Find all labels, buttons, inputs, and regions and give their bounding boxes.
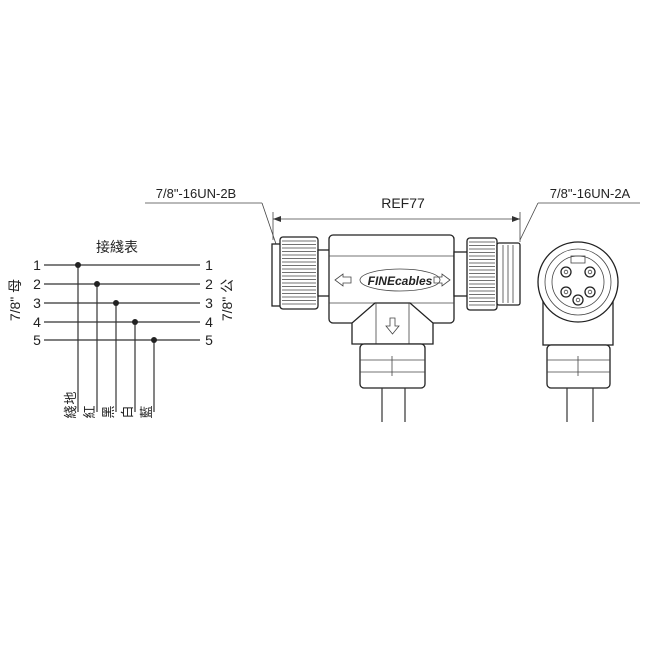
right-pin-number: 2 <box>205 276 213 292</box>
junction-dot <box>75 262 81 268</box>
junction-dot <box>151 337 157 343</box>
left-pin-number: 3 <box>33 295 41 311</box>
wire-color-label: 紅 <box>82 405 97 418</box>
tee-connector-side-view: FINEcables <box>271 234 521 422</box>
wire-color-label: 藍 <box>139 405 154 418</box>
right-pin-number: 4 <box>205 314 213 330</box>
wire-color-label: 地 <box>63 391 78 404</box>
wiring-lines: 1 1 2 2 3 3 4 4 5 5 地綫紅黑白藍 <box>33 257 213 419</box>
junction-dot <box>94 281 100 287</box>
left-pin-number: 1 <box>33 257 41 273</box>
junction-dot <box>113 300 119 306</box>
contact-pin <box>584 266 596 278</box>
left-pin-number: 5 <box>33 332 41 348</box>
junction-dot <box>132 319 138 325</box>
right-pin-number: 5 <box>205 332 213 348</box>
wire-color-label: 黑 <box>101 405 116 418</box>
wire-color-label: 綫 <box>63 405 78 418</box>
left-connector-label: 7/8" 母 <box>7 279 23 321</box>
brand-logo: FINEcables <box>368 274 433 288</box>
dimension-label: REF77 <box>381 195 425 211</box>
right-connector-label: 7/8" 公 <box>219 279 235 321</box>
left-pin-number: 2 <box>33 276 41 292</box>
wire-color-label: 白 <box>120 405 135 418</box>
left-thread-label: 7/8"-16UN-2B <box>156 186 236 201</box>
contact-pin <box>584 286 596 298</box>
contact-pin <box>572 294 584 306</box>
right-pin-number: 3 <box>205 295 213 311</box>
left-pin-number: 4 <box>33 314 41 330</box>
right-pin-number: 1 <box>205 257 213 273</box>
wiring-table-title: 接綫表 <box>96 239 138 255</box>
connector-front-view <box>537 241 619 422</box>
right-thread-label: 7/8"-16UN-2A <box>550 186 631 201</box>
contact-pin <box>560 286 572 298</box>
contact-pin <box>560 266 572 278</box>
